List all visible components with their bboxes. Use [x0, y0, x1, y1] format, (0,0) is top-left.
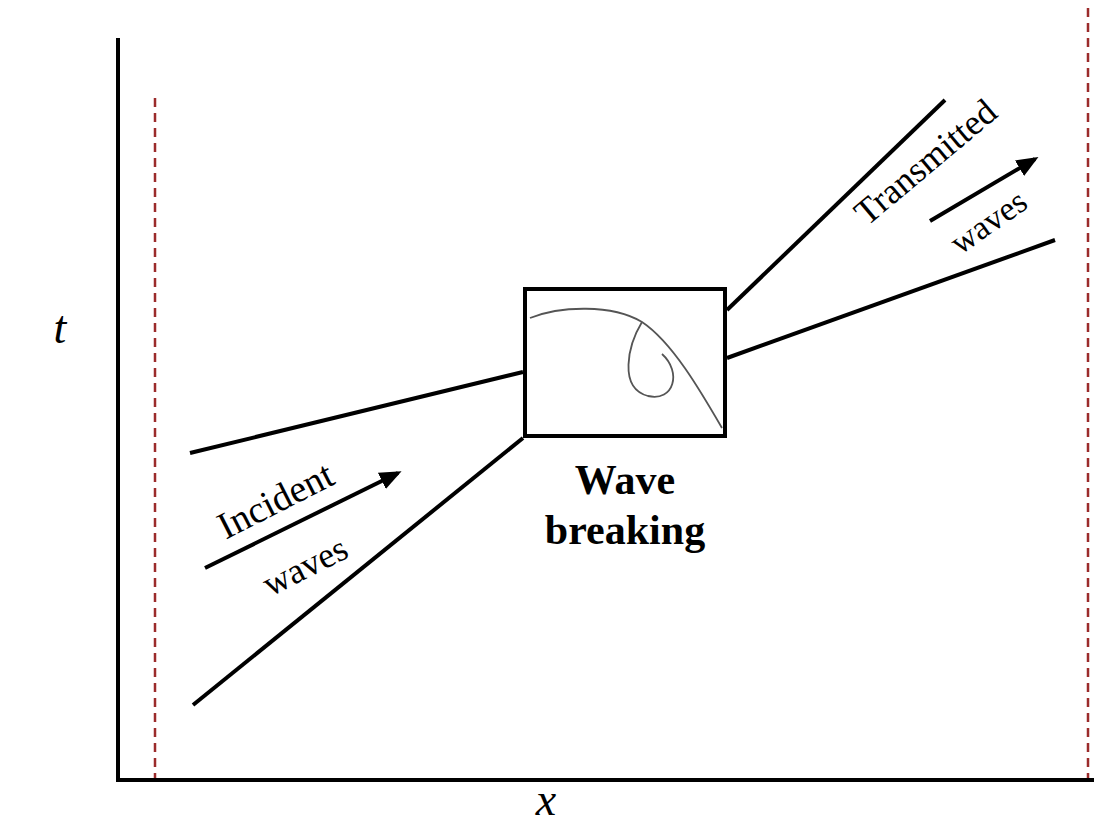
- x-axis: [116, 778, 1094, 782]
- axis-label: t: [54, 305, 67, 351]
- incident-ray: [193, 438, 523, 705]
- wave-label: waves: [943, 184, 1032, 261]
- axis-label: x: [536, 777, 556, 823]
- t-axis: [116, 38, 120, 782]
- incident-ray: [190, 372, 523, 453]
- breaking-wave-curve: [530, 309, 722, 428]
- boundary-line: [1087, 8, 1090, 778]
- transmitted-ray: [727, 100, 945, 310]
- wave-label: waves: [257, 530, 354, 603]
- breaking-region-box: Wave breaking: [523, 287, 727, 438]
- transmitted-ray: [727, 240, 1055, 358]
- breaking-wave-curl: [628, 322, 673, 397]
- boundary-line: [154, 98, 157, 778]
- region-heading: Wave breaking: [520, 455, 730, 555]
